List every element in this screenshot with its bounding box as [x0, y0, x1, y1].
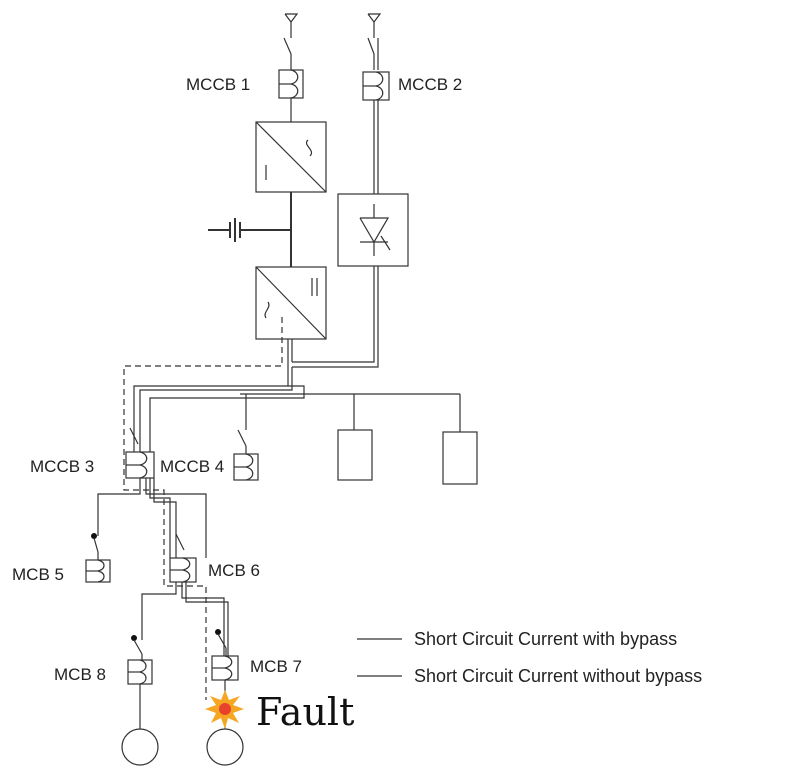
- explosion-icon: [205, 690, 244, 729]
- rectifier-block: [255, 121, 327, 193]
- inverter-output: [287, 339, 293, 362]
- load-box-2: [442, 431, 478, 485]
- feed-1-switch: [283, 37, 292, 70]
- mcb-5-switch: [91, 533, 99, 560]
- mcb-7-switch: [215, 629, 227, 656]
- inverter-block: [255, 266, 327, 340]
- legend-with-bypass-label: Short Circuit Current with bypass: [414, 629, 677, 649]
- mccb-1-label: MCCB 1: [186, 75, 250, 94]
- legend: Short Circuit Current with bypass Short …: [357, 629, 702, 686]
- mcb-6-symbol: [169, 557, 197, 583]
- fault-path-without-bypass-1: [123, 317, 283, 700]
- load-circle-1: [121, 728, 159, 766]
- mccb-4-symbol: [233, 453, 259, 481]
- load-circle-2: [206, 728, 244, 766]
- mcb-6-switch: [175, 533, 185, 551]
- mccb-4-label: MCCB 4: [160, 457, 224, 476]
- mccb-2-symbol: [362, 71, 390, 101]
- mcb-8-label: MCB 8: [54, 665, 106, 684]
- mcb-6-label: MCB 6: [208, 561, 260, 580]
- legend-without-bypass-label: Short Circuit Current without bypass: [414, 666, 702, 686]
- mccb-3-switch: [129, 427, 139, 445]
- supply-antenna-1: [284, 13, 299, 38]
- final-circuits: [141, 582, 229, 656]
- mccb-1-symbol: [278, 69, 304, 122]
- mccb-3-symbol: [125, 451, 155, 479]
- load-box-1: [337, 429, 373, 481]
- feed-2-switch: [367, 37, 379, 70]
- mcb-8-switch: [131, 635, 143, 660]
- static-bypass-block: [337, 100, 409, 267]
- supply-antenna-2: [367, 13, 382, 38]
- mccb-2-label: MCCB 2: [398, 75, 462, 94]
- battery-icon: [208, 218, 291, 242]
- mccb-4-branch: [237, 394, 247, 454]
- sub-bus: [97, 478, 207, 558]
- mccb-3-label: MCCB 3: [30, 457, 94, 476]
- mcb-5-symbol: [85, 559, 111, 583]
- mcb-7-label: MCB 7: [250, 657, 302, 676]
- distribution-bus: [133, 362, 461, 452]
- fault-label: Fault: [256, 690, 354, 734]
- bypass-feed: [292, 266, 379, 368]
- mcb-5-label: MCB 5: [12, 565, 64, 584]
- mcb-8-symbol: [127, 659, 153, 730]
